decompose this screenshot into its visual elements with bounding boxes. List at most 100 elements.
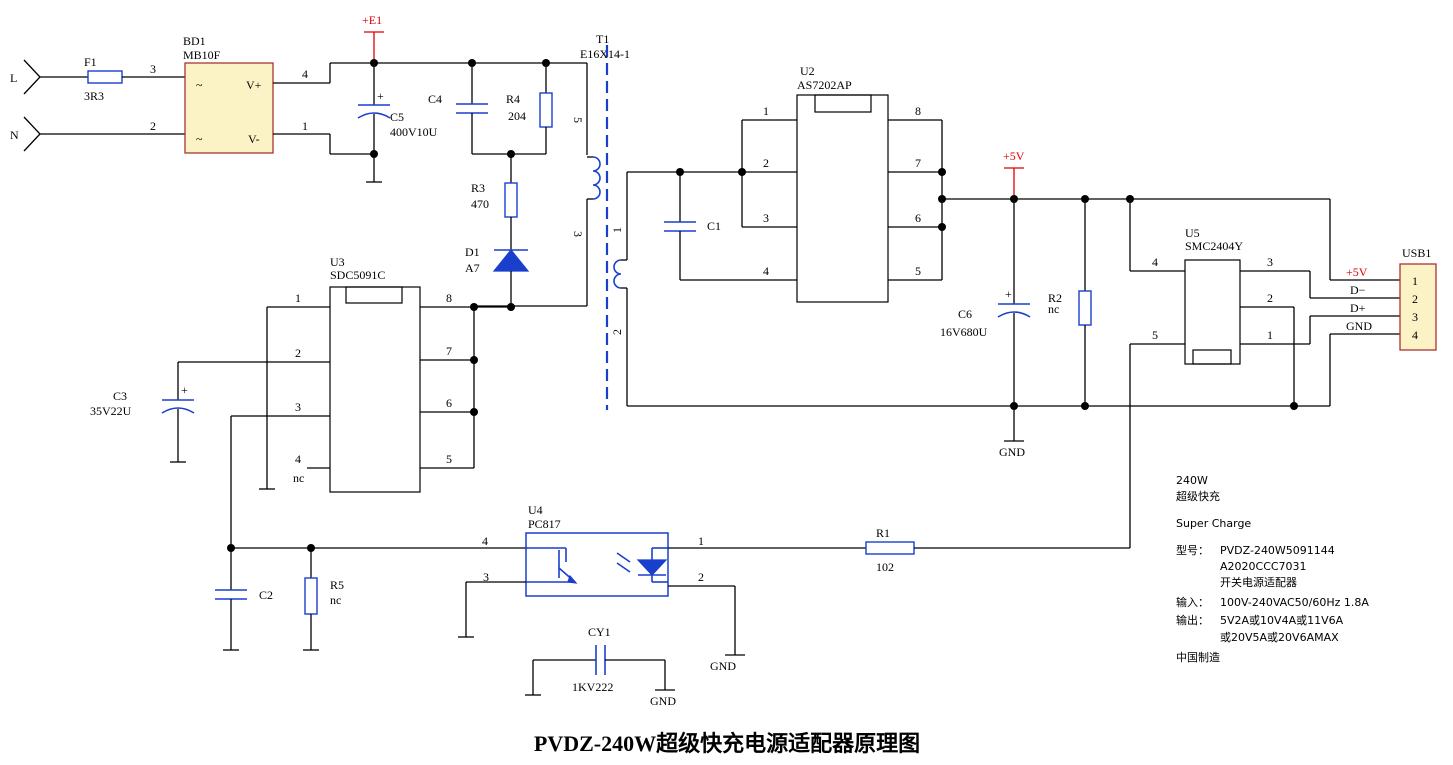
u2-pin2: 2: [763, 156, 769, 170]
usb1-ref: USB1: [1402, 246, 1431, 260]
d1-diode-symbol: [492, 249, 530, 272]
bd1-body: [184, 62, 274, 154]
u3-body: [329, 286, 421, 493]
line-label: L: [10, 71, 17, 85]
u4-light-arrow: [616, 552, 631, 563]
t1-pin3: 3: [571, 231, 585, 237]
u4-pin2: 2: [698, 570, 704, 584]
r4-value: 204: [508, 109, 526, 123]
r5-body: [304, 577, 318, 615]
u3-part: SDC5091C: [330, 268, 385, 282]
u5-pin3: 3: [1267, 255, 1273, 269]
u2-pin5: 5: [915, 264, 921, 278]
c5-ref: C5: [390, 110, 404, 124]
usb1-connector: USB1 1 2 3 4 +5V D− D+ GND: [1346, 246, 1437, 351]
info-desc: 开关电源适配器: [1220, 575, 1297, 589]
u2-pin3: 3: [763, 211, 769, 225]
info-output-label: 输出：: [1176, 613, 1209, 627]
info-en-name: Super Charge: [1176, 517, 1251, 530]
info-model-label: 型号：: [1176, 543, 1209, 557]
t1-pin1: 1: [610, 227, 624, 233]
usb1-pin1: 1: [1412, 274, 1418, 288]
bd1-pin4-label: 4: [302, 67, 308, 81]
info-model: PVDZ-240W5091144: [1220, 544, 1335, 557]
r3-body: [504, 182, 518, 218]
u5-pin4: 4: [1152, 255, 1158, 269]
u2-notch: [814, 94, 872, 113]
usb1-pin3: 3: [1412, 310, 1418, 324]
e1-net-label: +E1: [362, 13, 382, 27]
r4-body: [539, 92, 553, 128]
cy1-value: 1KV222: [572, 680, 613, 694]
c6-ref: C6: [958, 307, 972, 321]
c6-plate-negative: [997, 311, 1031, 318]
u3-pin6: 6: [446, 396, 452, 410]
u3-pin2: 2: [295, 346, 301, 360]
c3-plate-negative: [161, 407, 195, 414]
bd1-vplus-label: V+: [246, 78, 262, 92]
usb1-signal-gnd: GND: [1346, 319, 1372, 333]
u4-part: PC817: [528, 517, 561, 531]
c3-polarity-mark: +: [181, 383, 188, 397]
cy1-ref: CY1: [588, 625, 611, 639]
usb1-body: [1399, 263, 1437, 351]
c4-ref: C4: [428, 92, 442, 106]
usb1-pin2: 2: [1412, 292, 1418, 306]
u2-pin6: 6: [915, 211, 921, 225]
u2-pin4: 4: [763, 264, 769, 278]
junction-dot: [738, 168, 746, 176]
junction-dot: [938, 168, 946, 176]
u2-body: [796, 94, 889, 303]
c5-polarity-mark: +: [377, 89, 384, 103]
c3-value: 35V22U: [90, 404, 132, 418]
u3-pin3: 3: [295, 400, 301, 414]
neutral-terminal-symbol: [23, 116, 41, 152]
c3-capacitor: + C3 35V22U: [90, 362, 195, 463]
r2-ref: R2: [1048, 291, 1062, 305]
u2-sync-rectifier: U2 AS7202AP 1 2 3 4 8 7 6 5: [626, 64, 946, 303]
u3-pin1: 1: [295, 291, 301, 305]
u4-emitter-arrow: [567, 574, 578, 584]
u5-ref: U5: [1185, 226, 1200, 240]
u3-notch: [345, 286, 403, 304]
t1-primary-winding: [592, 156, 601, 200]
u5-notch: [1192, 349, 1232, 365]
r5-ref: R5: [330, 578, 344, 592]
usb1-signal-dminus: D−: [1350, 283, 1366, 297]
info-input-label: 输入：: [1176, 595, 1209, 609]
u2-pin1: 1: [763, 104, 769, 118]
u3-pin5: 5: [446, 452, 452, 466]
u4-body: [525, 532, 669, 597]
ac-input-section: L N F1 3R3 3 2: [10, 55, 185, 152]
c6-polarity-mark: +: [1005, 287, 1012, 301]
t1-secondary-winding: [613, 259, 622, 289]
r5-value: nc: [330, 593, 341, 607]
r4-ref: R4: [506, 92, 520, 106]
c5-plate-negative: [357, 112, 391, 119]
junction-dot: [468, 59, 476, 67]
junction-dot: [470, 408, 478, 416]
u2-pin8: 8: [915, 104, 921, 118]
d1-value: A7: [465, 261, 480, 275]
u4-led-symbol: [636, 559, 668, 576]
f1-value: 3R3: [84, 89, 104, 103]
u5-body: [1184, 259, 1241, 365]
u5-part: SMC2404Y: [1185, 239, 1243, 253]
c3-ref: C3: [113, 389, 127, 403]
junction-dot: [227, 544, 235, 552]
u4-pin4: 4: [482, 534, 488, 548]
junction-dot: [507, 303, 515, 311]
junction-dot: [370, 59, 378, 67]
gnd-label-output: GND: [999, 445, 1025, 459]
t1-ref: T1: [596, 32, 609, 46]
u3-controller: U3 SDC5091C 1 2 3 4 nc 8 7 6 5: [178, 255, 515, 493]
junction-dot: [938, 223, 946, 231]
bd1-vminus-label: V-: [248, 132, 260, 146]
u4-light-arrow: [616, 562, 631, 573]
c1-capacitor: C1: [664, 172, 721, 280]
u3-pin4-nc: nc: [293, 471, 304, 485]
f1-ref: F1: [84, 55, 97, 69]
d1-ref: D1: [465, 245, 480, 259]
junction-dot: [370, 150, 378, 158]
t1-pin2: 2: [610, 329, 624, 335]
